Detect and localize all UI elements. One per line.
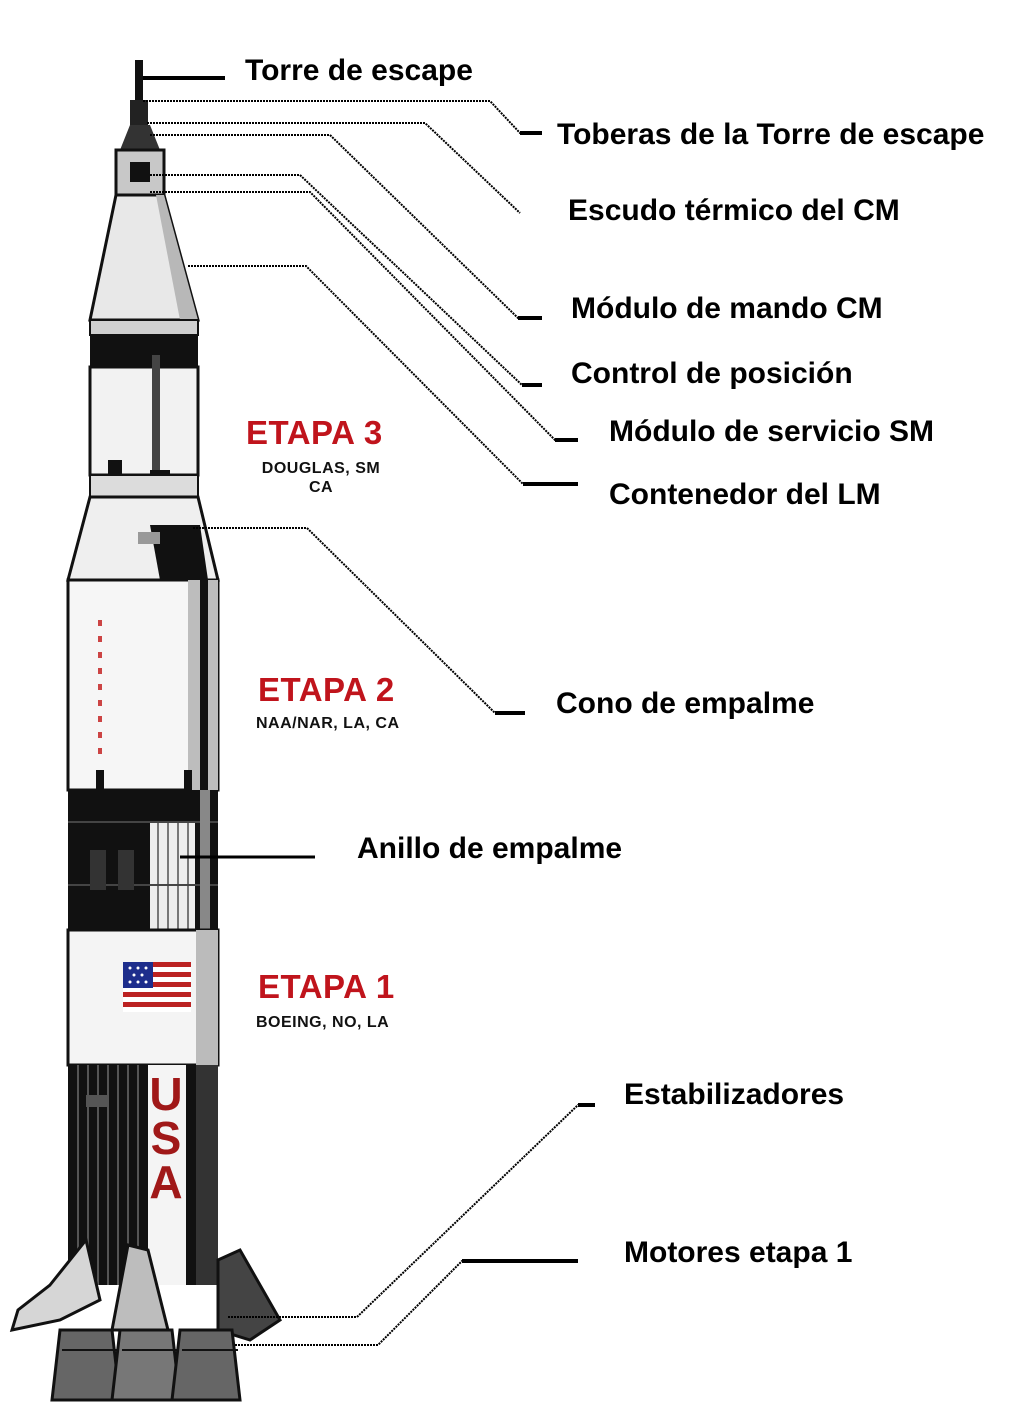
stage3-manufacturer-line2: CA <box>308 479 334 497</box>
escape-tower-rod <box>135 60 143 112</box>
usa-letter: U <box>149 1068 183 1120</box>
leader-attitude-control <box>150 174 542 386</box>
label-attitude-control: Control de posición <box>571 357 853 390</box>
command-module-top <box>120 125 160 150</box>
leader-lm-container <box>188 265 578 485</box>
stage2-title: ETAPA 2 <box>258 671 395 708</box>
stage1-upper-band <box>66 928 220 1067</box>
leader-fins <box>228 1104 595 1318</box>
label-escape-nozzles: Toberas de la Torre de escape <box>557 118 985 151</box>
stage2-manufacturer: NAA/NAR, LA, CA <box>256 715 400 732</box>
label-fins: Estabilizadores <box>624 1078 845 1111</box>
label-command-module: Módulo de mando CM <box>571 292 883 325</box>
leader-command-module <box>150 134 542 319</box>
label-interstage-cone: Cono de empalme <box>556 687 815 720</box>
fin-left <box>9 1236 102 1332</box>
label-engines: Motores etapa 1 <box>624 1236 853 1269</box>
usa-letter: S <box>150 1112 182 1164</box>
leader-escape-nozzles <box>143 100 542 134</box>
leader-engines <box>235 1260 578 1346</box>
stage1-title: ETAPA 1 <box>258 968 395 1005</box>
engine-right <box>170 1328 242 1402</box>
stage3-manufacturer: DOUGLAS, SM CA <box>240 459 402 497</box>
stage3-manufacturer-line1: DOUGLAS, SM <box>261 460 381 477</box>
label-service-module: Módulo de servicio SM <box>609 415 935 448</box>
us-flag-icon <box>123 962 191 1012</box>
leader-heat-shield <box>147 122 521 214</box>
stage1-manufacturer: BOEING, NO, LA <box>256 1014 390 1031</box>
label-heat-shield: Escudo térmico del CM <box>568 194 900 227</box>
usa-letter: A <box>149 1156 183 1208</box>
leader-interstage-cone <box>193 527 525 714</box>
stage3-title: ETAPA 3 <box>246 414 383 451</box>
leader-service-module <box>150 191 578 441</box>
label-interstage-ring: Anillo de empalme <box>357 832 623 865</box>
label-lm-container: Contenedor del LM <box>609 478 881 511</box>
label-escape-tower: Torre de escape <box>245 54 473 87</box>
service-module-band <box>90 335 198 367</box>
usa-marking: U S A <box>146 1068 186 1208</box>
stage3-body <box>88 365 200 477</box>
escape-nozzle-block <box>130 100 148 126</box>
